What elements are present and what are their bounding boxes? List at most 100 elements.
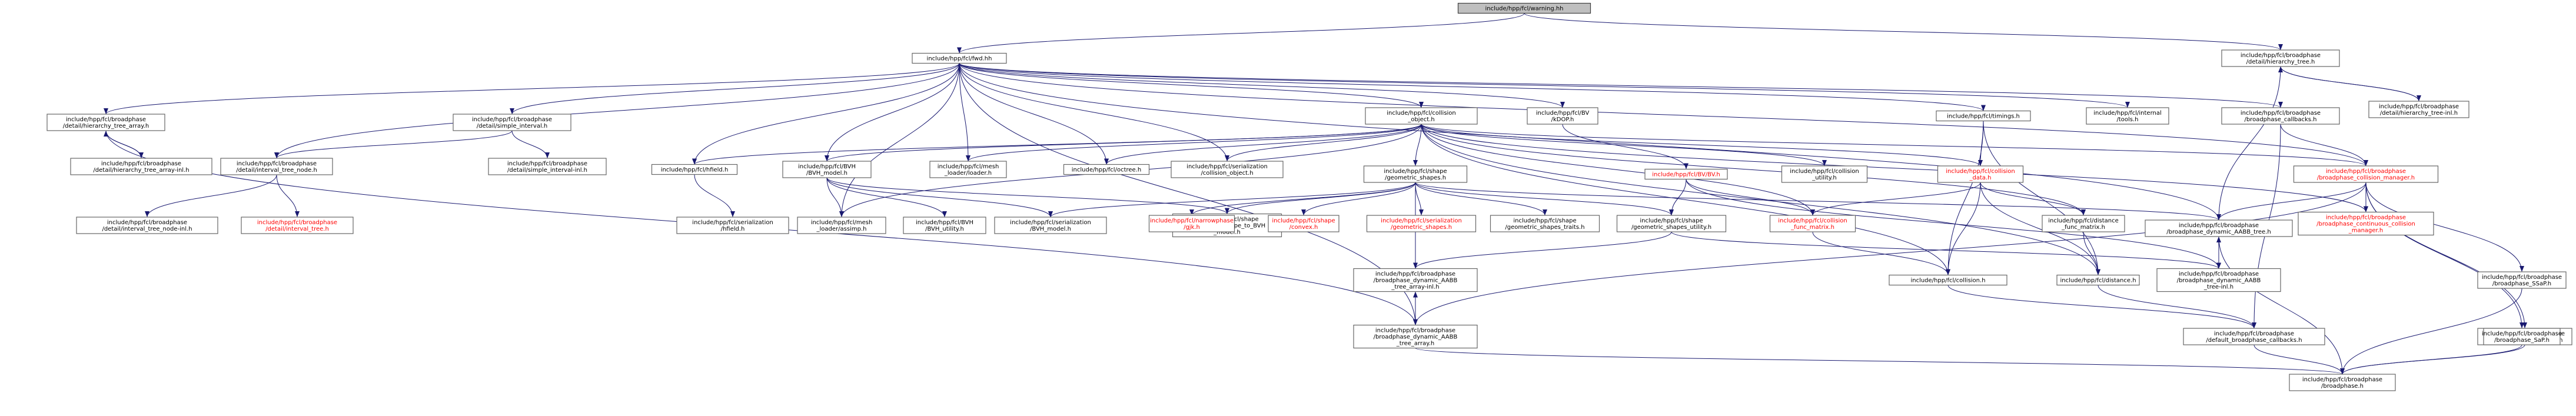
node-mesh_assimp[interactable]: include/hpp/fcl/mesh_loader/assimp.h	[797, 217, 886, 234]
node-label-line: include/hpp/fcl/broadphase	[507, 161, 587, 167]
edge-fwd-to-kdop	[959, 63, 1565, 108]
node-bp_sap[interactable]: include/hpp/fcl/broadphase/broadphase_Sa…	[2482, 328, 2562, 345]
node-hier_tree_inl[interactable]: include/hpp/fcl/broadphase/detail/hierar…	[2368, 101, 2469, 118]
node-label-line: _model.h	[1213, 229, 1241, 236]
node-label-line: /geometric_shapes.h	[1391, 224, 1452, 231]
node-box	[1889, 274, 2007, 286]
node-fwd[interactable]: include/hpp/fcl/fwd.hh	[912, 52, 1007, 64]
node-shapes_utility[interactable]: include/hpp/fcl/shape/geometric_shapes_u…	[1616, 215, 1727, 232]
node-bp_cont_coll_mgr[interactable]: include/hpp/fcl/broadphase/broadphase_co…	[2298, 211, 2434, 236]
node-bp_dyn_arr[interactable]: include/hpp/fcl/broadphase/broadphase_dy…	[1353, 324, 1478, 349]
node-label-line: include/hpp/fcl/shape	[1513, 218, 1576, 224]
edge-bvh_model-to-shape_to_bvh	[826, 177, 1229, 214]
node-box	[2086, 107, 2169, 125]
edge-fwd-to-bp_coll_mgr	[959, 63, 2368, 167]
edge-bv_h-to-shapes_utility	[1669, 179, 1687, 216]
node-coll_func_matrix[interactable]: include/hpp/fcl/collision_func_matrix.h	[1769, 215, 1856, 232]
node-timings[interactable]: include/hpp/fcl/timings.h	[1936, 110, 2031, 122]
node-label-line: include/hpp/fcl/fwd.hh	[927, 56, 992, 62]
node-simple_interval_h[interactable]: include/hpp/fcl/broadphase/detail/simple…	[453, 114, 571, 131]
node-bp_dyn_arr_inl[interactable]: include/hpp/fcl/broadphase/broadphase_dy…	[1353, 268, 1478, 292]
node-label-line: include/hpp/fcl/octree.h	[1072, 167, 1141, 174]
edge-warning-to-hier_tree_h	[1524, 13, 2283, 51]
node-bp_ssap[interactable]: include/hpp/fcl/broadphase/broadphase_SS…	[2477, 271, 2567, 289]
node-label-line: /kDOP.h	[1551, 117, 1574, 123]
edge-coll_data-to-distance_h	[1980, 182, 2100, 275]
node-shapes_traits[interactable]: include/hpp/fcl/shape/geometric_shapes_t…	[1490, 215, 1600, 232]
node-internal_tools[interactable]: include/hpp/fcl/internal/tools.h	[2086, 107, 2169, 125]
node-label-line: include/hpp/fcl/collision	[1946, 168, 2015, 175]
node-coll_obj[interactable]: include/hpp/fcl/collision_object.h	[1365, 107, 1478, 125]
edge-coll_obj-to-bp_cont_coll_mgr	[1421, 124, 2368, 212]
node-bp_coll_mgr[interactable]: include/hpp/fcl/broadphase/broadphase_co…	[2293, 165, 2439, 183]
node-interval_tree_h[interactable]: include/hpp/fcl/broadphase/detail/interv…	[241, 217, 354, 234]
edge-hfield_h-to-ser_hfield	[694, 174, 735, 218]
node-label-line: /BVH_utility.h	[925, 226, 964, 232]
node-box	[2483, 328, 2561, 345]
node-simple_interval_inl[interactable]: include/hpp/fcl/broadphase/detail/simple…	[488, 158, 607, 175]
edge-shapes_utility-to-bp_dyn_arr_inl	[1413, 231, 1672, 269]
node-default_cb[interactable]: include/hpp/fcl/broadphase/default_broad…	[2183, 328, 2325, 345]
node-octree[interactable]: include/hpp/fcl/octree.h	[1063, 164, 1150, 175]
node-label-line: include/hpp/fcl/broadphase	[2241, 52, 2321, 59]
node-interval_tree_node_inl[interactable]: include/hpp/fcl/broadphase/detail/interv…	[76, 217, 218, 234]
node-hier_tree_array_h[interactable]: include/hpp/fcl/broadphase/detail/hierar…	[46, 114, 165, 131]
edge-coll_obj-to-coll_utility	[1421, 124, 1827, 167]
node-label-line: _func_matrix.h	[1790, 224, 1834, 231]
node-bp_h[interactable]: include/hpp/fcl/broadphase/broadphase.h	[2289, 374, 2396, 391]
edge-coll_obj-to-bvh_model	[825, 124, 1422, 162]
edge-geom_shapes-to-ser_bvh_model	[1048, 182, 1416, 218]
node-label-line: include/hpp/fcl/serialization	[1381, 218, 1462, 224]
node-ser_geom_shapes[interactable]: include/hpp/fcl/serialization/geometric_…	[1366, 215, 1477, 232]
node-box	[2221, 107, 2340, 125]
node-label-line: /detail/hierarchy_tree.h	[2246, 59, 2315, 65]
node-geom_shapes[interactable]: include/hpp/fcl/shape/geometric_shapes.h	[1363, 165, 1468, 183]
node-dist_func_matrix[interactable]: include/hpp/fcl/distance_func_matrix.h	[2042, 215, 2125, 232]
node-convex[interactable]: include/hpp/fcl/shape/convex.h	[1268, 215, 1339, 232]
node-hier_tree_h[interactable]: include/hpp/fcl/broadphase/detail/hierar…	[2221, 49, 2340, 67]
node-hier_tree_array_inl[interactable]: include/hpp/fcl/broadphase/detail/hierar…	[70, 158, 212, 175]
node-ser_hfield[interactable]: include/hpp/fcl/serialization/hfield.h	[676, 217, 789, 234]
node-bvh_model[interactable]: include/hpp/fcl/BVH/BVH_model.h	[782, 161, 872, 178]
node-bp_dyn_tree_inl[interactable]: include/hpp/fcl/broadphase/broadphase_dy…	[2156, 268, 2281, 292]
node-bvh_utility[interactable]: include/hpp/fcl/BVH/BVH_utility.h	[903, 217, 986, 234]
node-box	[70, 158, 212, 175]
edge-coll_obj-to-mesh_loader	[966, 124, 1422, 162]
node-box	[797, 217, 886, 234]
node-label-line: /broadphase_collision_manager.h	[2317, 175, 2415, 181]
node-distance_h[interactable]: include/hpp/fcl/distance.h	[2056, 274, 2140, 286]
node-label-line: /detail/simple_interval.h	[477, 123, 548, 129]
node-label-line: include/hpp/fcl/mesh	[938, 164, 999, 170]
node-label-line: include/hpp/fcl/broadphase	[2302, 377, 2382, 383]
edge-fwd-to-simple_interval_h	[510, 63, 960, 115]
node-box	[1616, 215, 1727, 232]
node-hfield_h[interactable]: include/hpp/fcl/hfield.h	[651, 164, 738, 175]
node-label-line: _manager.h	[2348, 228, 2384, 234]
node-bp_callbacks[interactable]: include/hpp/fcl/broadphase/broadphase_ca…	[2221, 107, 2340, 125]
node-coll_data[interactable]: include/hpp/fcl/collision_data.h	[1937, 165, 2024, 183]
node-label-line: /BVH_model.h	[806, 170, 847, 177]
node-label-line: /broadphase_SSaP.h	[2492, 281, 2551, 287]
edge-bp_dyn_tree-to-bp_h	[2218, 236, 2345, 375]
node-box	[1937, 165, 2024, 183]
node-label-line: include/hpp/fcl/broadphase	[2214, 331, 2294, 337]
node-mesh_loader[interactable]: include/hpp/fcl/mesh_loader/loader.h	[929, 161, 1007, 178]
node-label-line: include/hpp/fcl/broadphase	[66, 117, 146, 123]
node-bp_dyn_tree[interactable]: include/hpp/fcl/broadphase/broadphase_dy…	[2145, 219, 2293, 237]
edge-bv_h-to-coll_func_matrix	[1686, 179, 1815, 216]
node-bv_h[interactable]: include/hpp/fcl/BV/BV.h	[1644, 168, 1728, 180]
node-kdop[interactable]: include/hpp/fcl/BV/kDOP.h	[1527, 107, 1598, 125]
node-interval_tree_node_h[interactable]: include/hpp/fcl/broadphase/detail/interv…	[220, 158, 333, 175]
node-label-line: include/hpp/fcl/mesh	[811, 219, 873, 226]
node-ser_bvh_model[interactable]: include/hpp/fcl/serialization/BVH_model.…	[994, 217, 1107, 234]
node-coll_utility[interactable]: include/hpp/fcl/collision_utility.h	[1781, 165, 1868, 183]
node-collision_h[interactable]: include/hpp/fcl/collision.h	[1889, 274, 2007, 286]
node-box	[1366, 215, 1477, 232]
node-box	[1171, 161, 1284, 178]
node-ser_coll_obj[interactable]: include/hpp/fcl/serialization/collision_…	[1171, 161, 1284, 178]
node-label-line: include/hpp/fcl/broadphase	[107, 219, 187, 226]
node-label-line: include/hpp/fcl/distance.h	[2060, 278, 2136, 284]
edge-geom_shapes-to-convex	[1301, 182, 1416, 216]
edge-bp_coll_mgr-to-bp_dyn_arr	[1413, 182, 2366, 325]
node-gjk[interactable]: include/hpp/fcl/narrowphase/gjk.h	[1148, 215, 1235, 232]
